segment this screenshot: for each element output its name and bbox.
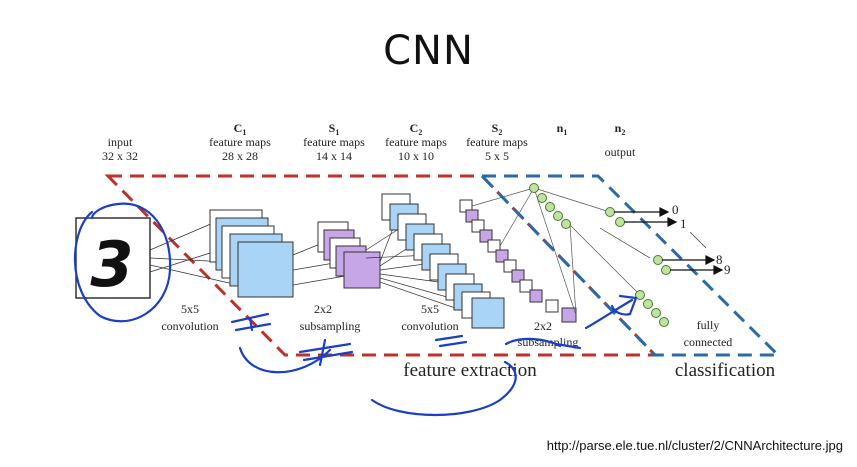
c1-label: C1 xyxy=(234,121,247,137)
output-9: 9 xyxy=(724,262,731,277)
output-dash-lines xyxy=(599,227,707,259)
c1-desc: feature maps xyxy=(209,135,271,149)
sub1-op: subsampling xyxy=(300,319,361,333)
sub2-kernel: 2x2 xyxy=(534,319,552,333)
input-digit: 3 xyxy=(90,228,133,301)
conv2-op: convolution xyxy=(401,319,458,333)
fc-label-b: connected xyxy=(684,335,733,349)
n2-label: n2 xyxy=(615,121,626,137)
output-0: 0 xyxy=(672,202,679,217)
ink-mark-sub2 xyxy=(504,337,582,350)
output-8: 8 xyxy=(716,252,723,267)
s2-size: 5 x 5 xyxy=(485,149,509,163)
output-1: 1 xyxy=(680,216,687,231)
s1-size: 14 x 14 xyxy=(316,149,352,163)
s1-feature-maps xyxy=(317,221,381,289)
ink-swoosh-2 xyxy=(370,360,517,417)
ink-circle-input xyxy=(73,202,172,323)
classification-label: classification xyxy=(675,360,776,381)
s2-sub: 2 xyxy=(498,128,502,137)
n1-label: n1 xyxy=(557,121,568,137)
ink-swoosh-1 xyxy=(238,346,332,374)
input-label: input xyxy=(108,135,133,149)
n2-name: n xyxy=(615,121,622,135)
s1-sub: 1 xyxy=(335,128,339,137)
input-image: 3 xyxy=(75,217,151,301)
n1-sub: 1 xyxy=(563,128,567,137)
n2-neurons xyxy=(605,207,671,327)
sub1-kernel: 2x2 xyxy=(314,302,332,316)
c2-size: 10 x 10 xyxy=(398,149,434,163)
input-size: 32 x 32 xyxy=(102,149,138,163)
conv1-kernel: 5x5 xyxy=(181,302,199,316)
output-arrows xyxy=(614,207,724,275)
ink-mark-conv1 xyxy=(230,312,272,332)
c2-feature-maps xyxy=(381,193,505,329)
s1-name: S xyxy=(329,121,336,135)
c1-sub: 1 xyxy=(242,128,246,137)
conv1-op: convolution xyxy=(161,319,218,333)
c1-size: 28 x 28 xyxy=(222,149,258,163)
fc-label-a: fully xyxy=(697,318,720,332)
c1-name: C xyxy=(234,121,243,135)
slide-title: CNN xyxy=(383,28,474,74)
feature-extraction-label: feature extraction xyxy=(403,360,537,381)
ink-mark-conv2 xyxy=(434,334,468,348)
conv2-kernel: 5x5 xyxy=(421,302,439,316)
s1-label: S1 xyxy=(329,121,340,137)
ink-arrow-fc xyxy=(584,294,638,330)
c1-feature-maps xyxy=(209,209,294,298)
n2-sub: 2 xyxy=(621,128,625,137)
c2-name: C xyxy=(410,121,419,135)
n1-neurons xyxy=(529,183,571,229)
connections-s2-n1 xyxy=(471,187,641,316)
handwritten-annotations xyxy=(73,202,638,417)
ink-mark-sub1 xyxy=(298,338,354,367)
layer-labels: input 32 x 32 C1 feature maps 28 x 28 S1… xyxy=(102,121,636,163)
output-labels: 0 1 8 9 xyxy=(672,202,731,277)
s2-label: S2 xyxy=(492,121,503,137)
n2-desc: output xyxy=(605,145,636,159)
c2-label: C2 xyxy=(410,121,423,137)
c2-desc: feature maps xyxy=(385,135,447,149)
operation-labels: 5x5 convolution 2x2 subsampling 5x5 conv… xyxy=(161,302,732,349)
c2-sub: 2 xyxy=(418,128,422,137)
source-url: http://parse.ele.tue.nl/cluster/2/CNNArc… xyxy=(546,438,843,453)
n1-name: n xyxy=(557,121,564,135)
s2-feature-maps xyxy=(459,199,577,323)
s2-desc: feature maps xyxy=(466,135,528,149)
s1-desc: feature maps xyxy=(303,135,365,149)
classification-region xyxy=(478,174,782,357)
s2-name: S xyxy=(492,121,499,135)
